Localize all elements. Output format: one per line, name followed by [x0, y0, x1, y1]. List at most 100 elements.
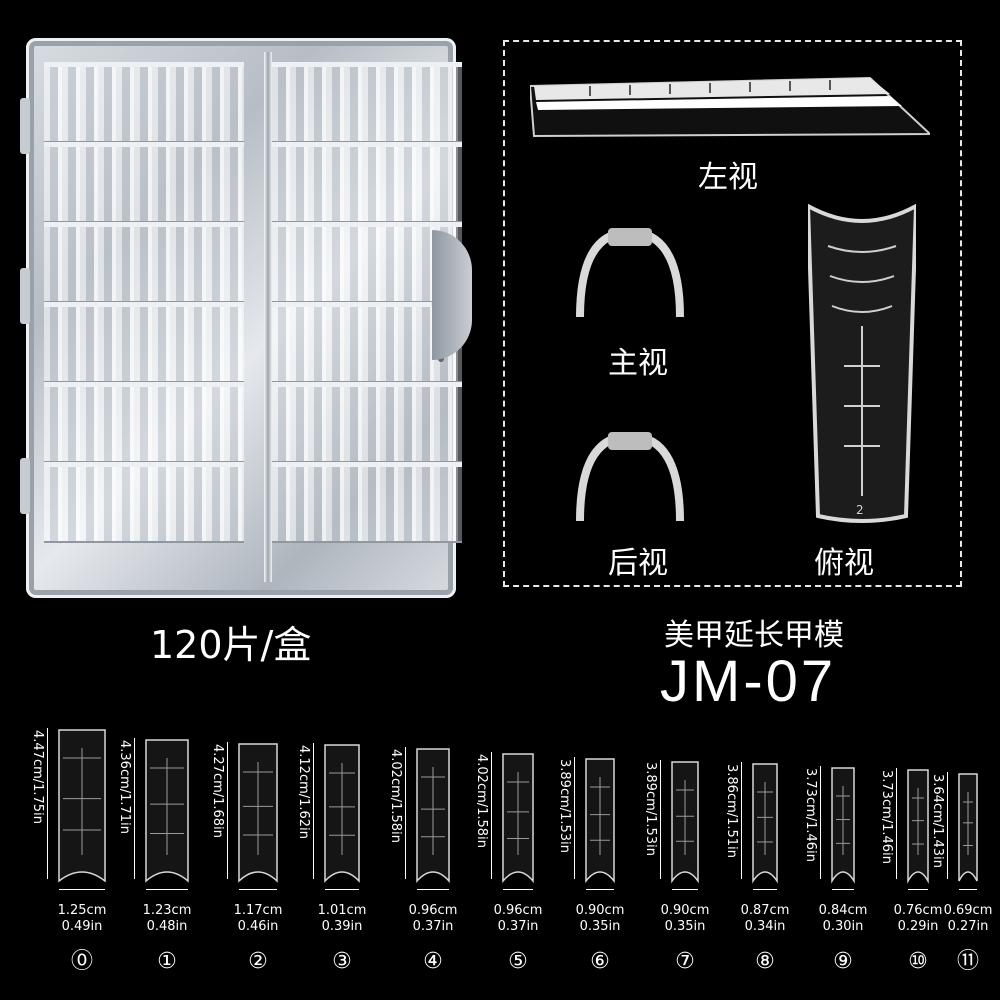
tip-height-label: 3.89cm/1.53in	[643, 762, 658, 856]
height-dimension-line	[313, 743, 314, 879]
tip-height-label: 3.64cm/1.43in	[930, 774, 945, 868]
back-view-label: 后视	[608, 546, 668, 581]
tip-height-label: 3.73cm/1.46in	[879, 770, 894, 864]
tip-height-label: 4.02cm/1.58in	[388, 749, 403, 843]
tip-height-label: 4.27cm/1.68in	[210, 744, 225, 838]
tip-width-in: 0.27in	[947, 919, 989, 934]
tip-width-cm: 0.84cm	[818, 903, 868, 918]
product-title: 美甲延长甲模	[664, 618, 844, 653]
product-model: JM-07	[660, 649, 837, 714]
tip-size-number: ⑨	[833, 949, 853, 974]
height-dimension-line	[491, 752, 492, 879]
tip-height-label: 3.73cm/1.46in	[803, 768, 818, 862]
tip-width-in: 0.49in	[61, 919, 103, 934]
box-quantity-label: 120片/盒	[150, 623, 312, 667]
nail-tip-10	[907, 769, 929, 884]
tip-size-number: ⑧	[755, 949, 775, 974]
width-dimension-line	[586, 889, 614, 890]
width-dimension-line	[832, 889, 854, 890]
tip-width-cm: 1.25cm	[57, 903, 107, 918]
top-view-tip-image: 2	[808, 203, 916, 523]
height-dimension-line	[134, 738, 135, 879]
storage-box-image	[20, 38, 462, 598]
tip-width-cm: 0.96cm	[408, 903, 458, 918]
tip-size-number: ①	[157, 949, 177, 974]
tip-height-label: 4.47cm/1.75in	[30, 730, 45, 824]
side-view-label: 左视	[698, 160, 758, 195]
tip-width-cm: 1.17cm	[233, 903, 283, 918]
tip-width-in: 0.29in	[897, 919, 939, 934]
back-view-tip-image	[576, 431, 684, 522]
nail-tip-8	[752, 763, 778, 884]
width-dimension-line	[753, 889, 777, 890]
height-dimension-line	[574, 757, 575, 879]
nail-tip-11	[958, 773, 978, 882]
tip-height-label: 3.86cm/1.51in	[724, 764, 739, 858]
tip-width-cm: 0.90cm	[660, 903, 710, 918]
box-latch	[432, 230, 472, 360]
nail-tip-2	[238, 743, 278, 883]
tip-size-number: ⑦	[675, 949, 695, 974]
side-view-tip-image	[530, 76, 930, 138]
tip-size-number: ⑥	[590, 949, 610, 974]
tip-width-in: 0.46in	[237, 919, 279, 934]
width-dimension-line	[146, 889, 188, 890]
tip-width-cm: 0.76cm	[893, 903, 943, 918]
nail-tip-1	[145, 739, 189, 883]
tip-width-in: 0.30in	[822, 919, 864, 934]
front-view-label: 主视	[608, 346, 668, 381]
tip-height-label: 4.12cm/1.62in	[296, 745, 311, 839]
tip-size-number: ⑪	[956, 949, 979, 974]
tip-size-number: ②	[248, 949, 268, 974]
tip-width-in: 0.48in	[146, 919, 188, 934]
tip-width-cm: 0.69cm	[943, 903, 993, 918]
width-dimension-line	[672, 889, 698, 890]
tip-size-number: ⑤	[508, 949, 528, 974]
tip-width-cm: 1.01cm	[317, 903, 367, 918]
nail-tip-7	[671, 761, 699, 884]
tip-size-number: ④	[423, 949, 443, 974]
tip-size-number: ⑩	[908, 949, 928, 974]
top-view-label: 俯视	[814, 546, 874, 581]
tip-height-label: 4.36cm/1.71in	[117, 740, 132, 834]
tip-height-label: 4.02cm/1.58in	[474, 754, 489, 848]
tip-width-cm: 0.90cm	[575, 903, 625, 918]
nail-tip-6	[585, 758, 615, 884]
nail-tip-9	[831, 767, 855, 884]
width-dimension-line	[325, 889, 359, 890]
nail-tip-5	[502, 753, 534, 884]
tip-width-in: 0.35in	[664, 919, 706, 934]
height-dimension-line	[660, 760, 661, 879]
nail-tip-4	[416, 748, 450, 883]
tip-width-in: 0.34in	[744, 919, 786, 934]
tip-height-label: 3.89cm/1.53in	[557, 759, 572, 853]
tip-width-in: 0.37in	[497, 919, 539, 934]
height-dimension-line	[227, 742, 228, 879]
height-dimension-line	[947, 772, 948, 879]
tip-width-cm: 0.96cm	[493, 903, 543, 918]
tip-width-in: 0.39in	[321, 919, 363, 934]
tip-size-number: ⓪	[70, 949, 93, 974]
tip-size-number: ③	[332, 949, 352, 974]
width-dimension-line	[959, 889, 977, 890]
width-dimension-line	[503, 889, 533, 890]
width-dimension-line	[908, 889, 928, 890]
tip-width-in: 0.37in	[412, 919, 454, 934]
tip-width-in: 0.35in	[579, 919, 621, 934]
nail-tip-0	[58, 729, 106, 883]
height-dimension-line	[741, 762, 742, 879]
views-frame	[503, 40, 962, 587]
height-dimension-line	[47, 728, 48, 879]
